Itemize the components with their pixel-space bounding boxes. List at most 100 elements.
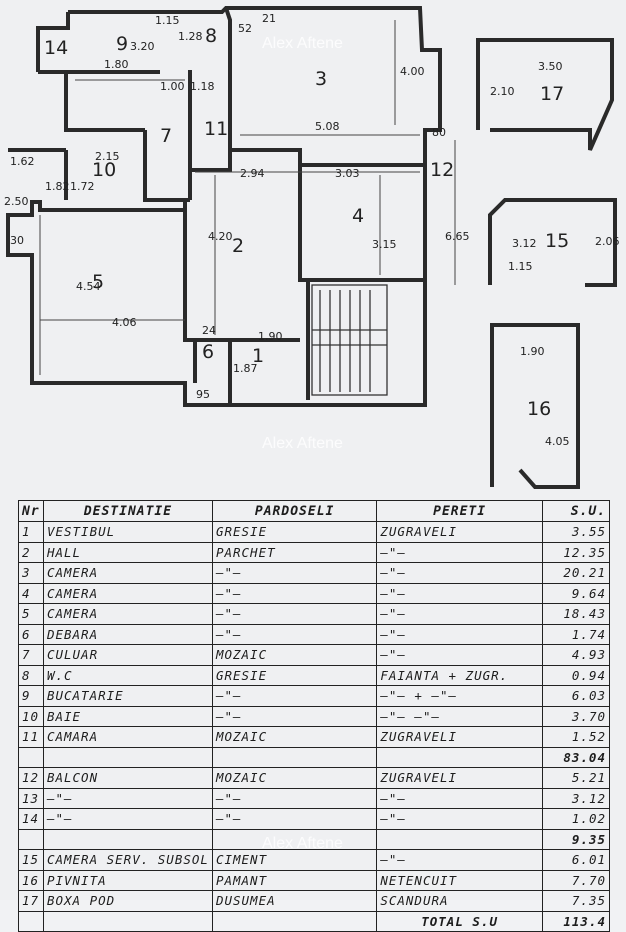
room-label-7: 7	[160, 125, 172, 147]
dim-label: 3.20	[130, 40, 155, 53]
room-label-17: 17	[540, 83, 564, 105]
row-su: 20.21	[541, 562, 611, 584]
row-pereti: —"—	[376, 562, 543, 584]
room-label-14: 14	[44, 37, 68, 59]
row-su: 1.02	[541, 808, 611, 830]
room-label-1: 1	[252, 345, 264, 367]
row-su: 9.64	[541, 582, 611, 604]
row-nr: 7	[18, 644, 44, 666]
dim-label: 2.94	[240, 167, 265, 180]
row-destinatie: CULUAR	[42, 644, 213, 666]
dim-label: 1.90	[258, 330, 283, 343]
empty-cell	[211, 828, 378, 850]
table-row: 13—"——"——"—3.12	[18, 787, 611, 809]
row-nr: 11	[18, 726, 44, 748]
row-pardoseli: —"—	[211, 787, 378, 809]
row-destinatie: VESTIBUL	[42, 521, 213, 543]
row-destinatie: DEBARA	[42, 623, 213, 645]
row-pardoseli: CIMENT	[211, 849, 378, 871]
dim-label: 2.50	[4, 195, 29, 208]
watermark: Alex Aftene	[262, 35, 343, 52]
empty-cell	[18, 746, 44, 768]
walls	[6, 6, 442, 407]
row-destinatie: CAMERA SERV. SUBSOL	[42, 849, 213, 871]
empty-cell	[18, 828, 44, 850]
row-pereti: —"— + —"—	[376, 685, 543, 707]
row-pereti: —"—	[376, 644, 543, 666]
row-pardoseli: —"—	[211, 685, 378, 707]
room-label-3: 3	[315, 68, 327, 90]
row-pardoseli: —"—	[211, 705, 378, 727]
dim-label: 1.28	[178, 30, 203, 43]
dim-label: 1.00	[160, 80, 185, 93]
row-pardoseli: PARCHET	[211, 541, 378, 563]
row-nr: 4	[18, 582, 44, 604]
row-destinatie: CAMERA	[42, 603, 213, 625]
empty-cell	[376, 746, 543, 768]
empty-cell	[42, 828, 213, 850]
row-pereti: FAIANTA + ZUGR.	[376, 664, 543, 686]
dimension-lines	[39, 20, 456, 375]
dim-label: 30	[10, 234, 24, 247]
row-pereti: NETENCUIT	[376, 869, 543, 891]
dim-label: 2.10	[490, 85, 515, 98]
row-pereti: SCANDURA	[376, 890, 543, 912]
row-nr: 14	[18, 808, 44, 830]
row-pereti: —"—	[376, 808, 543, 830]
row-destinatie: —"—	[42, 808, 213, 830]
row-su: 6.01	[541, 849, 611, 871]
dim-label: 52	[238, 22, 252, 35]
row-nr: 2	[18, 541, 44, 563]
row-pardoseli: —"—	[211, 808, 378, 830]
dim-label: 1.90	[520, 345, 545, 358]
row-pereti: —"— —"—	[376, 705, 543, 727]
subtotal-value: 83.04	[541, 746, 611, 768]
dim-label: 4.05	[545, 435, 570, 448]
room-label-5: 5	[92, 271, 104, 293]
room-labels: 1 2 3 4 5 6 7 8 9 10 11 12 14 15 16 17	[44, 25, 569, 420]
row-su: 3.12	[541, 787, 611, 809]
row-nr: 6	[18, 623, 44, 645]
dim-label: 1.18	[190, 80, 215, 93]
dim-label: 24	[202, 324, 216, 337]
dim-label: 1.15	[155, 14, 180, 27]
row-destinatie: W.C	[42, 664, 213, 686]
row-pardoseli: PAMANT	[211, 869, 378, 891]
dim-label: 3.03	[335, 167, 360, 180]
dim-label: 2.06	[595, 235, 620, 248]
row-pereti: —"—	[376, 541, 543, 563]
row-nr: 8	[18, 664, 44, 686]
dim-label: 1.80	[104, 58, 129, 71]
room-label-8: 8	[205, 25, 217, 47]
dim-label: 3.15	[372, 238, 397, 251]
dim-label: 3.12	[512, 237, 537, 250]
row-su: 0.94	[541, 664, 611, 686]
room-label-4: 4	[352, 205, 364, 227]
row-su: 18.43	[541, 603, 611, 625]
watermark: Alex Aftene	[262, 435, 343, 452]
row-nr: 5	[18, 603, 44, 625]
row-nr: 3	[18, 562, 44, 584]
row-pardoseli: GRESIE	[211, 664, 378, 686]
empty-cell	[211, 746, 378, 768]
row-nr: 12	[18, 767, 44, 789]
header-nr: Nr	[18, 500, 44, 522]
dimension-labels: 3.20 1.80 1.00 1.18 5.08 4.00 2.94 3.03 …	[4, 12, 620, 448]
room-label-16: 16	[527, 398, 551, 420]
row-pereti: —"—	[376, 849, 543, 871]
row-destinatie: CAMARA	[42, 726, 213, 748]
row-pardoseli: GRESIE	[211, 521, 378, 543]
row-pardoseli: DUSUMEA	[211, 890, 378, 912]
row-destinatie: CAMERA	[42, 582, 213, 604]
row-su: 7.35	[541, 890, 611, 912]
row-su: 3.70	[541, 705, 611, 727]
row-nr: 1	[18, 521, 44, 543]
